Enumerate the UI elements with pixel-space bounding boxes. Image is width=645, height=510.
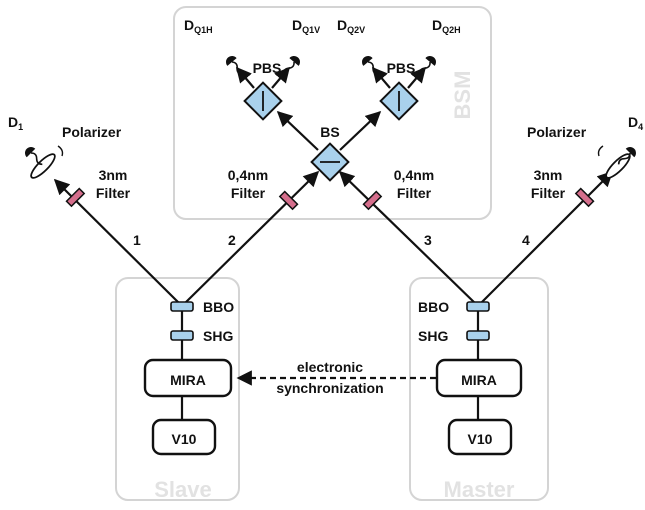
detector-dq2h [418, 56, 436, 75]
slave-label: Slave [154, 477, 212, 502]
detector-d1 [25, 147, 43, 166]
filter-2-label-1: 0,4nm [228, 167, 268, 183]
master-bbo-crystal [466, 301, 490, 312]
filter-beam-3 [362, 190, 383, 211]
bs-cube [310, 142, 350, 182]
master-label: Master [444, 477, 515, 502]
pbs1-to-dq1h [236, 66, 255, 89]
bsm-label: BSM [450, 71, 475, 120]
slave-mira-box [143, 358, 233, 398]
pbs1-label: PBS [253, 60, 282, 76]
filter-beam-2 [278, 190, 299, 211]
polarizer-left [30, 153, 56, 179]
bs-to-pbs2 [339, 110, 382, 151]
pbs2-cube [379, 81, 419, 121]
d4-label: D4 [628, 114, 643, 132]
master-region: Master [409, 277, 549, 502]
filter-2-label-2: Filter [231, 185, 266, 201]
bs-label: BS [320, 124, 339, 140]
bsm-region: BSM [173, 6, 492, 220]
rotation-arrow-left [57, 145, 64, 157]
slave-mira-label: MIRA [170, 372, 206, 388]
slave-v10-box [151, 418, 217, 456]
slave-shg-crystal [170, 330, 194, 341]
beam-3-label: 3 [424, 232, 432, 248]
filter-3-label-2: Filter [397, 185, 432, 201]
slave-v10-label: V10 [172, 431, 197, 447]
dq1h-label: DQ1H [184, 17, 213, 35]
detector-d4 [617, 147, 636, 165]
detector-dq2v [362, 56, 379, 76]
slave-shg-label: SHG [203, 328, 233, 344]
sync-label-1: electronic [297, 359, 363, 375]
beam-4-label: 4 [522, 232, 530, 248]
rotation-arrow-right [597, 145, 604, 157]
dq1v-label: DQ1V [292, 17, 320, 35]
beam-2-label: 2 [228, 232, 236, 248]
filter-4-label-1: 3nm [534, 167, 563, 183]
pbs1-to-dq1v [271, 66, 290, 89]
bs-to-pbs1 [276, 110, 319, 151]
slave-region: Slave [115, 277, 240, 502]
filter-1-label-2: Filter [96, 185, 131, 201]
polarizer-right [605, 153, 631, 179]
dq2v-label: DQ2V [337, 17, 365, 35]
detector-dq1h [226, 56, 243, 76]
master-v10-box [447, 418, 513, 456]
polarizer-left-label: Polarizer [62, 124, 122, 140]
detector-dq1v [282, 56, 300, 75]
pbs2-to-dq2v [372, 66, 391, 89]
master-shg-label: SHG [418, 328, 448, 344]
filter-1-label-1: 3nm [99, 167, 128, 183]
master-mira-label: MIRA [461, 372, 497, 388]
master-mira-box [435, 358, 523, 398]
beam-3 [338, 170, 479, 307]
sync-label-2: synchronization [276, 380, 383, 396]
d1-label: D1 [8, 114, 23, 132]
pbs2-to-dq2h [407, 66, 426, 89]
filter-beam-1 [65, 187, 86, 208]
beam-2 [181, 170, 320, 307]
master-shg-crystal [466, 330, 490, 341]
filter-4-label-2: Filter [531, 185, 566, 201]
filter-3-label-1: 0,4nm [394, 167, 434, 183]
master-bbo-label: BBO [418, 299, 449, 315]
polarizer-right-label: Polarizer [527, 124, 587, 140]
dq2h-label: DQ2H [432, 17, 461, 35]
pbs1-cube [243, 81, 283, 121]
beam-4 [477, 170, 614, 307]
pbs2-label: PBS [387, 60, 416, 76]
filter-beam-4 [574, 187, 595, 208]
beam-paths [53, 66, 614, 430]
master-v10-label: V10 [468, 431, 493, 447]
slave-bbo-label: BBO [203, 299, 234, 315]
beam-1-label: 1 [133, 232, 141, 248]
slave-bbo-crystal [170, 301, 194, 312]
